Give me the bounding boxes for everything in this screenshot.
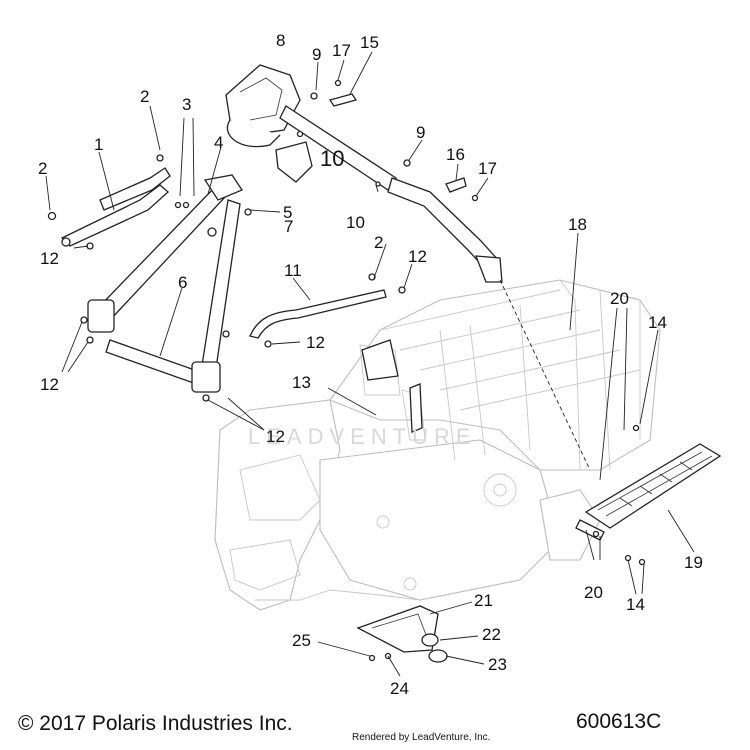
callout-2: 2 (374, 233, 384, 252)
callout-11: 11 (284, 261, 302, 280)
watermark-text: LEADVENTURE (248, 424, 477, 449)
part-19-skid-plate (575, 424, 722, 566)
part-13-bracket (361, 339, 423, 433)
part-21-lower-guard (356, 605, 448, 663)
callout-5: 5 (283, 203, 293, 222)
callout-14: 14 (648, 313, 667, 332)
part-11-rear-brace (249, 273, 406, 348)
callout-17: 17 (332, 41, 351, 60)
chassis-frame (214, 279, 661, 611)
callout-8: 8 (276, 31, 286, 50)
callout-1: 1 (94, 135, 104, 154)
callout-23: 23 (488, 655, 507, 674)
callout-4: 4 (214, 133, 224, 152)
part-1-front-brace (47, 154, 171, 247)
callout-13: 13 (292, 373, 311, 392)
callout-12: 12 (266, 427, 285, 446)
copyright-text: © 2017 Polaris Industries Inc. (18, 712, 293, 735)
diagram-part-number: 600613C (576, 710, 662, 733)
callout-12: 12 (408, 247, 427, 266)
part-8-steering-tube (225, 64, 503, 283)
callout-22: 22 (482, 625, 501, 644)
callout-9: 9 (416, 123, 426, 142)
callout-2: 2 (140, 87, 150, 106)
callout-25: 25 (292, 631, 311, 650)
callout-19: 19 (684, 553, 703, 572)
callout-18: 18 (568, 215, 587, 234)
rendered-by-text: Rendered by LeadVenture, Inc. (352, 732, 491, 743)
callout-12: 12 (40, 249, 59, 268)
callout-21: 21 (474, 591, 493, 610)
callout-20: 20 (584, 583, 603, 602)
callout-6: 6 (178, 273, 188, 292)
callout-3: 3 (182, 95, 192, 114)
callout-20: 20 (610, 289, 629, 308)
callout-2: 2 (38, 159, 48, 178)
callout-17: 17 (478, 159, 497, 178)
part-6-a-frame (80, 174, 252, 402)
leader-lines (45, 51, 695, 677)
callout-10: 10 (346, 213, 365, 232)
callout-14: 14 (626, 595, 645, 614)
callout-15: 15 (360, 33, 379, 52)
callout-12: 12 (306, 333, 325, 352)
callout-12: 12 (40, 375, 59, 394)
callout-10: 10 (320, 146, 345, 171)
callout-24: 24 (390, 679, 409, 698)
callout-9: 9 (312, 45, 322, 64)
callout-7: 7 (284, 217, 294, 236)
callout-16: 16 (446, 145, 465, 164)
